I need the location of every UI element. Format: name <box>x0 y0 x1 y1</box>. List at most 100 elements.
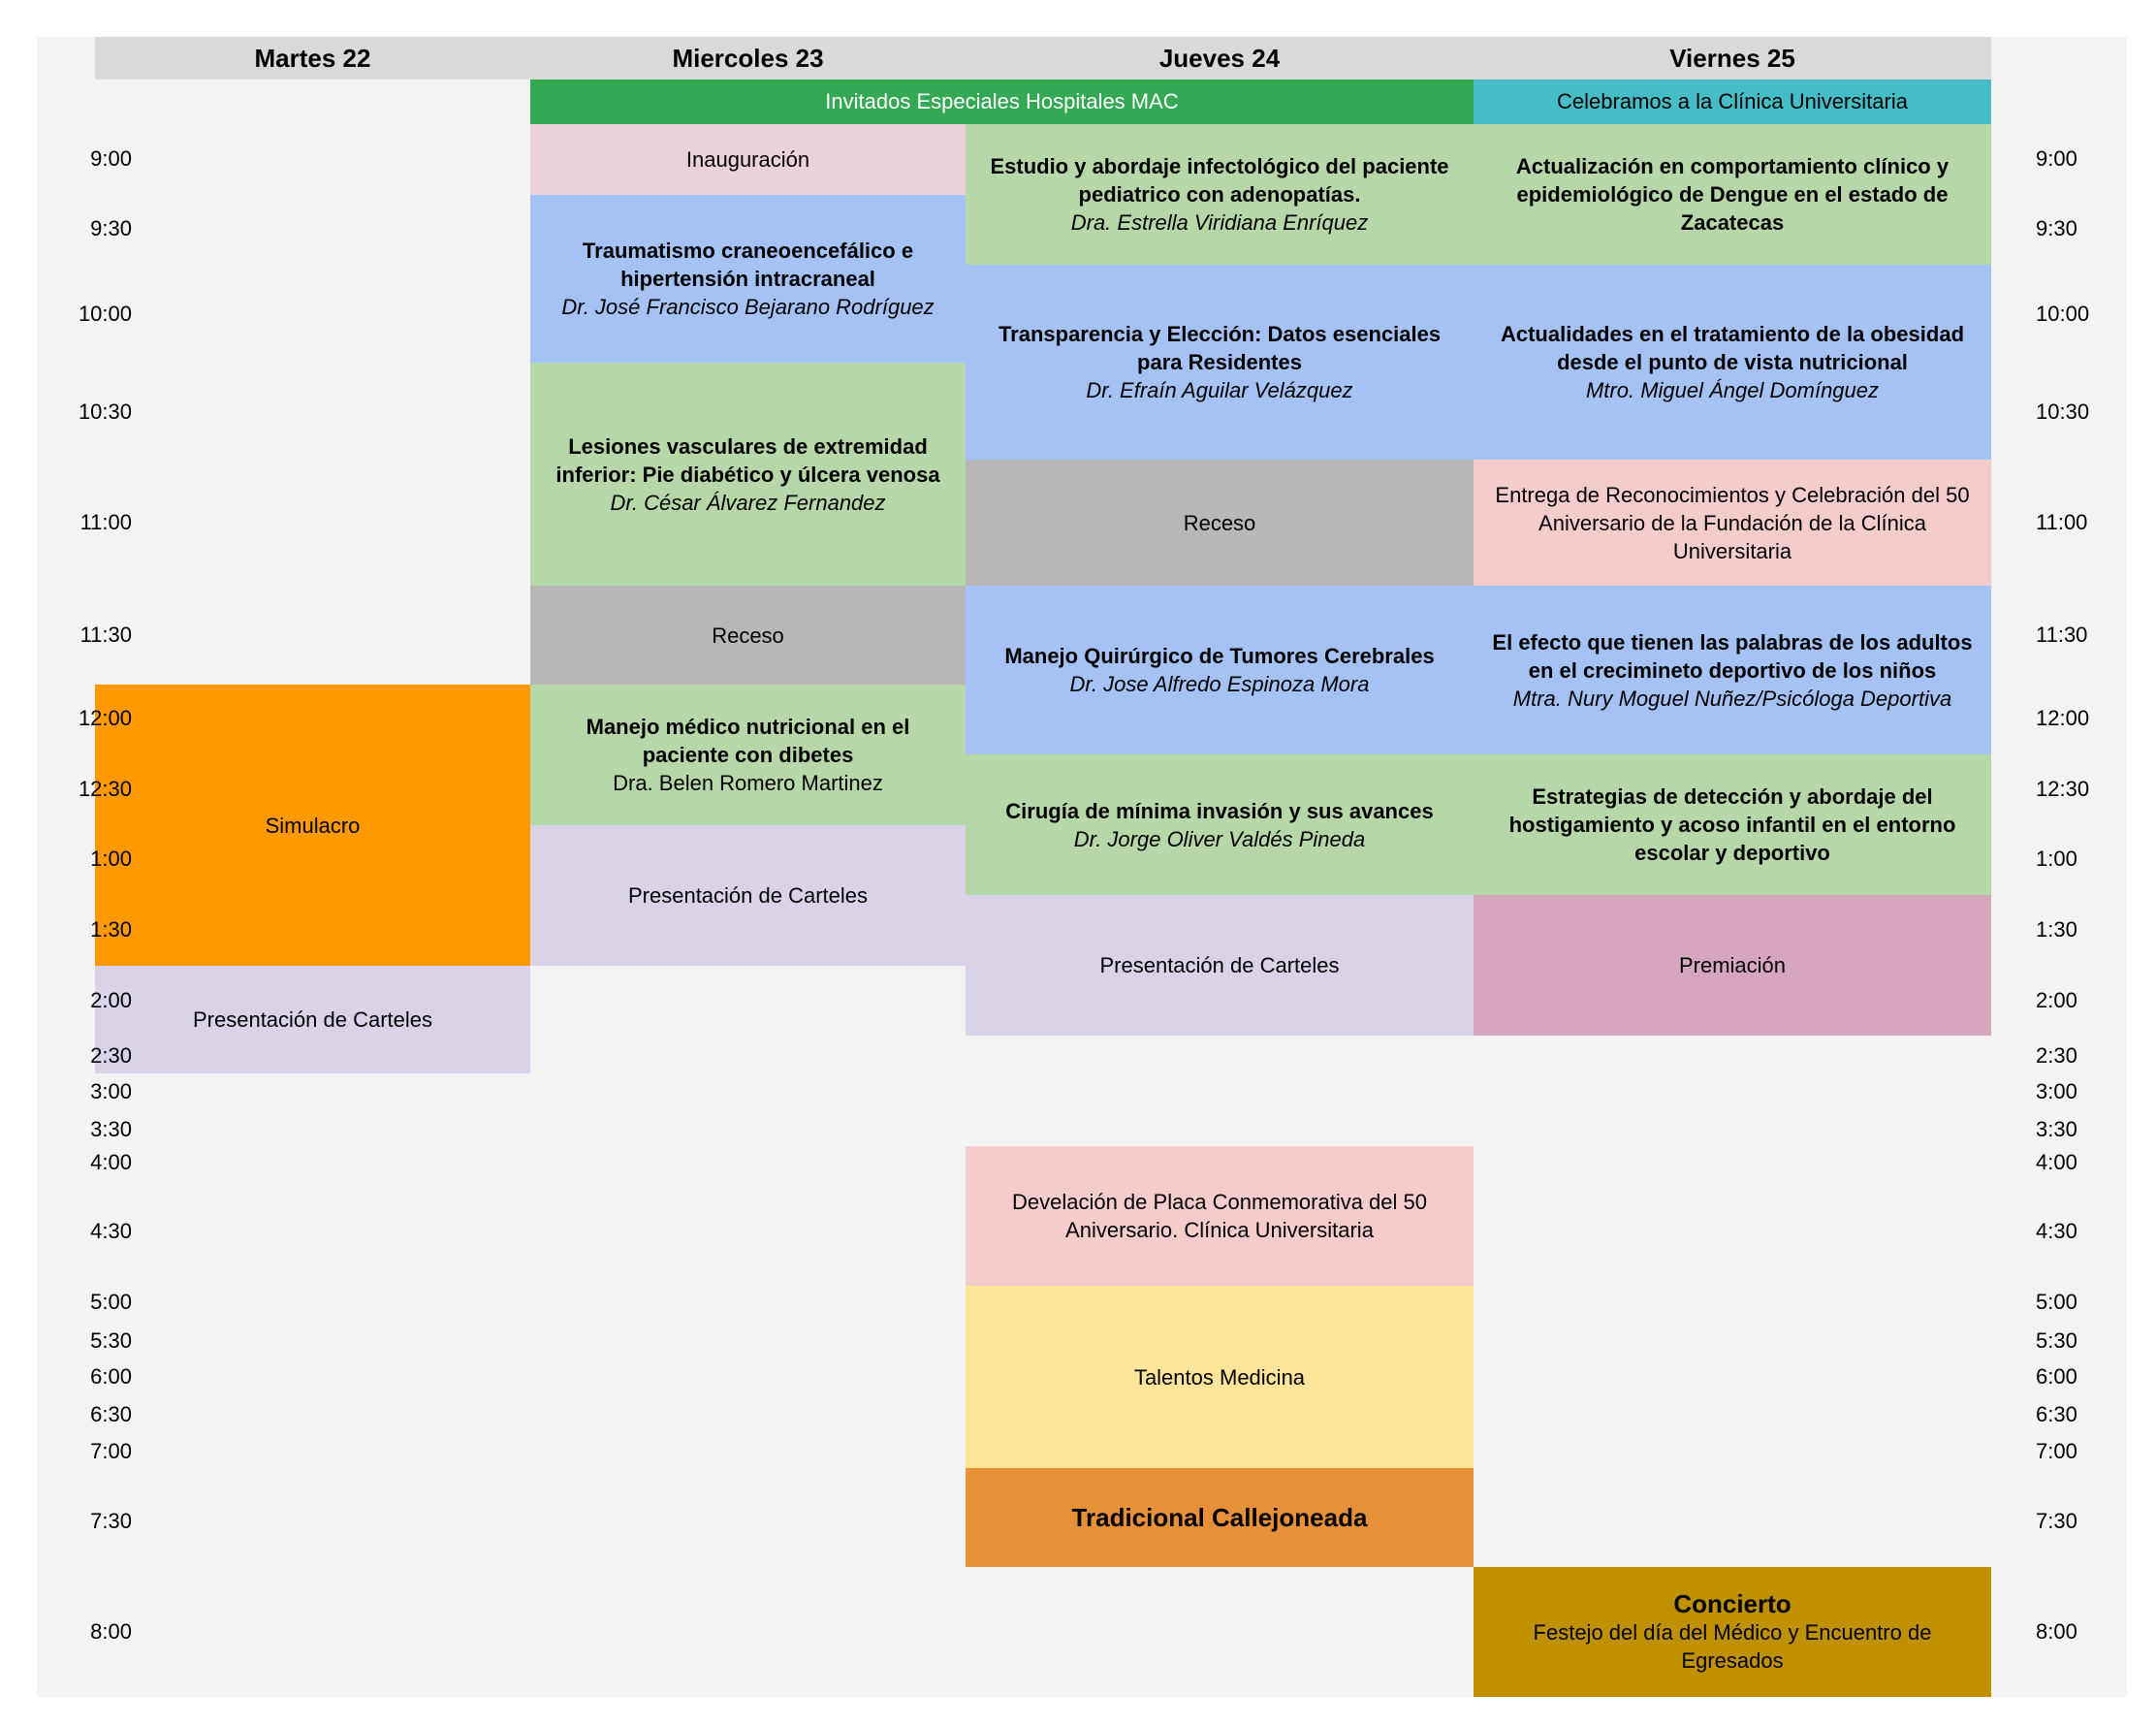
viernes-hostigamiento: Estrategias de detección y abordaje del … <box>1474 754 1991 895</box>
banner-hospitales-mac: Invitados Especiales Hospitales MAC <box>530 80 1474 124</box>
jueves-talentos: Talentos Medicina <box>966 1286 1474 1468</box>
time-label: 2:30 <box>90 1043 132 1068</box>
session-title: El efecto que tienen las palabras de los… <box>1492 629 1973 683</box>
time-label: 3:00 <box>90 1079 132 1103</box>
time-label: 6:30 <box>90 1402 132 1426</box>
banner-clinica-universitaria: Celebramos a la Clínica Universitaria <box>1474 80 1991 124</box>
time-label: 6:00 <box>90 1364 132 1389</box>
viernes-reconocimientos: Entrega de Reconocimientos y Celebración… <box>1474 460 1991 586</box>
martes-simulacro: Simulacro <box>95 685 530 966</box>
session-speaker: Dr. José Francisco Bejarano Rodríguez <box>561 295 935 319</box>
time-label: 9:00 <box>2036 146 2077 171</box>
time-label: 4:30 <box>90 1219 132 1243</box>
time-label: 4:00 <box>2036 1150 2077 1174</box>
session-title: Actualidades en el tratamiento de la obe… <box>1500 322 1965 374</box>
reconocimientos-label: Entrega de Reconocimientos y Celebración… <box>1495 482 1970 563</box>
jueves-carteles: Presentación de Carteles <box>966 895 1474 1036</box>
time-label: 5:00 <box>90 1290 132 1314</box>
jueves-cirugia: Cirugía de mínima invasión y sus avances… <box>966 754 1474 895</box>
session-speaker: Dr. Jose Alfredo Espinoza Mora <box>1069 672 1370 696</box>
placa-label: Develación de Placa Conmemorativa del 50… <box>1011 1190 1427 1242</box>
time-label: 10:00 <box>2036 302 2090 326</box>
miercoles-trauma: Traumatismo craneoencefálico e hipertens… <box>530 195 966 363</box>
viernes-concierto: Concierto Festejo del día del Médico y E… <box>1474 1567 1991 1697</box>
time-label: 4:30 <box>2036 1219 2077 1243</box>
schedule-sheet: Martes 22 Miercoles 23 Jueves 24 Viernes… <box>37 37 2127 1697</box>
time-label: 1:30 <box>2036 917 2077 942</box>
time-label: 1:00 <box>2036 847 2077 871</box>
callejoneada-label: Tradicional Callejoneada <box>1071 1502 1368 1532</box>
carteles-label: Presentación de Carteles <box>192 1007 433 1032</box>
time-label: 11:00 <box>79 510 132 534</box>
time-label: 7:30 <box>2036 1509 2077 1533</box>
premiacion-label: Premiación <box>1678 953 1787 977</box>
time-label: 10:30 <box>2036 400 2090 424</box>
viernes-obesidad: Actualidades en el tratamiento de la obe… <box>1474 265 1991 460</box>
session-title: Actualización en comportamiento clínico … <box>1515 154 1950 235</box>
day-header-martes: Martes 22 <box>95 37 530 80</box>
time-label: 3:00 <box>2036 1079 2077 1103</box>
session-title: Transparencia y Elección: Datos esencial… <box>998 322 1442 374</box>
time-label: 12:00 <box>2036 706 2090 730</box>
session-title: Estrategias de detección y abordaje del … <box>1508 784 1956 865</box>
time-label: 1:30 <box>90 917 132 942</box>
session-title: Manejo Quirúrgico de Tumores Cerebrales <box>1004 644 1435 668</box>
time-label: 11:30 <box>2036 623 2088 647</box>
time-label: 2:30 <box>2036 1043 2077 1068</box>
miercoles-carteles: Presentación de Carteles <box>530 825 966 966</box>
time-label: 10:30 <box>78 400 132 424</box>
viernes-dengue: Actualización en comportamiento clínico … <box>1474 124 1991 265</box>
time-label: 2:00 <box>2036 988 2077 1012</box>
time-label: 3:30 <box>2036 1117 2077 1141</box>
time-label: 4:00 <box>90 1150 132 1174</box>
time-label: 9:00 <box>90 146 132 171</box>
talentos-label: Talentos Medicina <box>1133 1364 1306 1390</box>
session-title: Cirugía de mínima invasión y sus avances <box>1005 798 1434 823</box>
time-label: 8:00 <box>2036 1619 2077 1644</box>
time-label: 7:30 <box>90 1509 132 1533</box>
session-speaker: Dra. Estrella Viridiana Enríquez <box>1070 210 1369 235</box>
time-label: 9:30 <box>2036 216 2077 240</box>
time-label: 5:00 <box>2036 1290 2077 1314</box>
session-title: Estudio y abordaje infectológico del pac… <box>990 154 1449 207</box>
jueves-estudio: Estudio y abordaje infectológico del pac… <box>966 124 1474 265</box>
miercoles-receso: Receso <box>530 586 966 685</box>
concierto-subtitle: Festejo del día del Médico y Encuentro d… <box>1533 1619 1932 1673</box>
receso-label: Receso <box>712 623 784 648</box>
time-label: 9:30 <box>90 216 132 240</box>
time-label: 10:00 <box>78 302 132 326</box>
session-speaker: Mtra. Nury Moguel Nuñez/Psicóloga Deport… <box>1512 686 1952 711</box>
session-title: Traumatismo craneoencefálico e hipertens… <box>582 239 914 291</box>
jueves-callejoneada: Tradicional Callejoneada <box>966 1468 1474 1567</box>
session-speaker: Dr. Efraín Aguilar Velázquez <box>1086 378 1353 402</box>
session-title: Manejo médico nutricional en el paciente… <box>586 715 910 767</box>
time-label: 7:00 <box>90 1439 132 1463</box>
carteles-label: Presentación de Carteles <box>627 883 869 908</box>
day-header-miercoles: Miercoles 23 <box>530 37 966 80</box>
session-speaker: Dr. César Álvarez Fernandez <box>610 490 886 515</box>
time-label: 6:30 <box>2036 1402 2077 1426</box>
time-label: 6:00 <box>2036 1364 2077 1389</box>
session-speaker: Mtro. Miguel Ángel Domínguez <box>1585 378 1880 402</box>
inauguracion-label: Inauguración <box>685 147 810 172</box>
day-header-jueves: Jueves 24 <box>966 37 1474 80</box>
concierto-title: Concierto <box>1673 1588 1791 1618</box>
viernes-premiacion: Premiación <box>1474 895 1991 1036</box>
time-label: 8:00 <box>90 1619 132 1644</box>
time-label: 11:00 <box>2036 510 2088 534</box>
session-speaker: Dra. Belen Romero Martinez <box>613 771 883 795</box>
session-title: Lesiones vasculares de extremidad inferi… <box>555 433 940 487</box>
simulacro-label: Simulacro <box>265 813 361 838</box>
jueves-transparencia: Transparencia y Elección: Datos esencial… <box>966 265 1474 460</box>
martes-carteles: Presentación de Carteles <box>95 966 530 1073</box>
jueves-placa: Develación de Placa Conmemorativa del 50… <box>966 1146 1474 1286</box>
miercoles-inauguracion: Inauguración <box>530 124 966 195</box>
miercoles-lesiones: Lesiones vasculares de extremidad inferi… <box>530 363 966 586</box>
session-speaker: Dr. Jorge Oliver Valdés Pineda <box>1073 826 1366 851</box>
carteles-label: Presentación de Carteles <box>1099 953 1340 977</box>
viernes-palabras: El efecto que tienen las palabras de los… <box>1474 586 1991 754</box>
day-header-viernes: Viernes 25 <box>1474 37 1991 80</box>
time-label: 12:30 <box>78 777 132 801</box>
time-label: 11:30 <box>79 623 132 647</box>
time-label: 5:30 <box>2036 1328 2077 1353</box>
